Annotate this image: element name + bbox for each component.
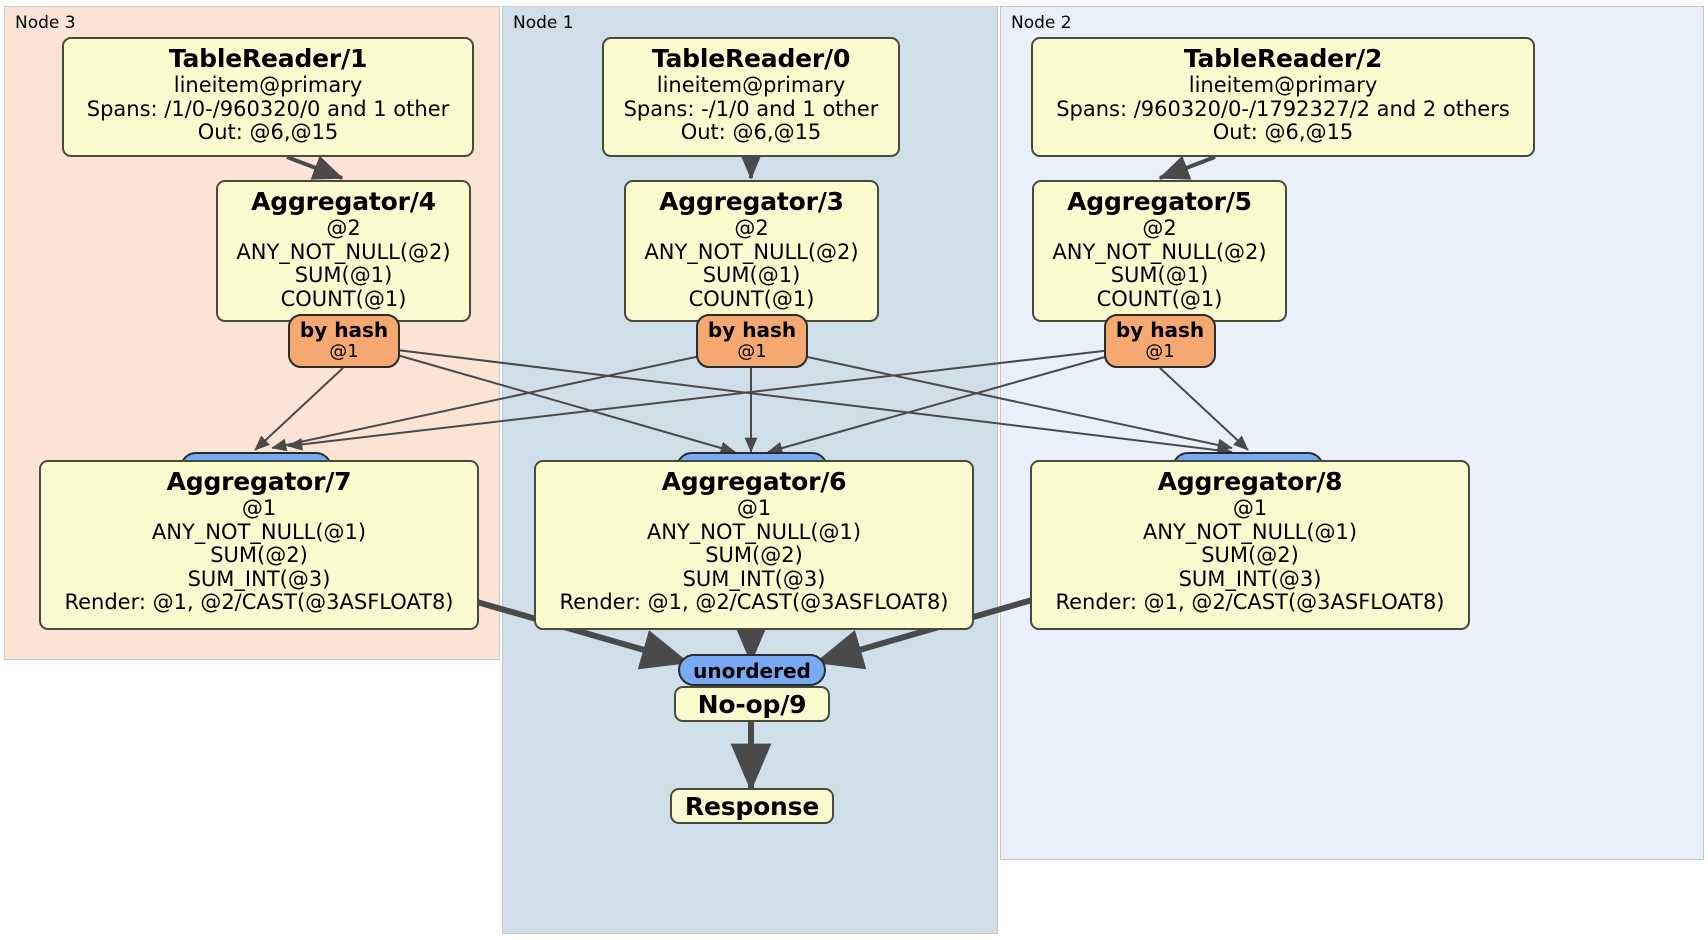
processor-table-reader-1[interactable]: TableReader/1 lineitem@primary Spans: /1…: [62, 37, 474, 157]
processor-detail-line: Spans: /960320/0-/1792327/2 and 2 others: [1056, 96, 1510, 121]
synchronizer-label: unordered: [693, 659, 811, 683]
processor-title: No-op/9: [697, 690, 807, 719]
processor-aggregator-8[interactable]: Aggregator/8 @1 ANY_NOT_NULL(@1) SUM(@2)…: [1030, 460, 1470, 630]
processor-title: TableReader/0: [651, 44, 851, 73]
hash-router-label: by hash: [299, 318, 389, 342]
processor-detail-line: SUM(@2): [210, 543, 308, 568]
processor-detail-line: SUM(@1): [702, 263, 801, 288]
node-panel-label-node3: Node 3: [15, 13, 76, 33]
hash-router-column: @1: [329, 340, 359, 362]
processor-aggregator-4[interactable]: Aggregator/4 @2 ANY_NOT_NULL(@2) SUM(@1)…: [216, 180, 471, 322]
processor-title: Aggregator/5: [1067, 187, 1252, 216]
processor-detail-line: @1: [736, 496, 772, 520]
processor-detail-line: COUNT(@1): [1096, 286, 1223, 311]
processor-detail-line: SUM(@2): [705, 543, 803, 568]
node-panel-label-node1: Node 1: [513, 13, 574, 33]
processor-detail-line: SUM_INT(@3): [187, 566, 331, 591]
processor-title: Aggregator/8: [1157, 467, 1343, 496]
processor-table-reader-2[interactable]: TableReader/2 lineitem@primary Spans: /9…: [1031, 37, 1535, 157]
processor-aggregator-3[interactable]: Aggregator/3 @2 ANY_NOT_NULL(@2) SUM(@1)…: [624, 180, 879, 322]
processor-detail-line: SUM(@1): [1110, 263, 1209, 288]
processor-title: TableReader/2: [1183, 44, 1383, 73]
hash-router-center[interactable]: by hash @1: [696, 314, 808, 368]
processor-detail-line: ANY_NOT_NULL(@1): [646, 519, 862, 544]
processor-detail-line: ANY_NOT_NULL(@2): [644, 239, 859, 264]
processor-detail-line: lineitem@primary: [173, 73, 363, 97]
processor-title: Response: [684, 792, 820, 821]
processor-detail-line: @1: [241, 496, 277, 520]
processor-detail-line: Out: @6,@15: [197, 120, 339, 145]
processor-detail-line: Render: @1, @2/CAST(@3ASFLOAT8): [64, 590, 454, 615]
hash-router-column: @1: [1145, 340, 1175, 362]
processor-noop-9[interactable]: No-op/9: [674, 686, 830, 722]
processor-detail-line: ANY_NOT_NULL(@1): [1142, 519, 1358, 544]
processor-detail-line: @1: [1232, 496, 1268, 520]
processor-detail-line: Out: @6,@15: [1212, 120, 1354, 145]
synchronizer-final[interactable]: unordered: [678, 654, 826, 686]
processor-detail-line: SUM_INT(@3): [1178, 566, 1322, 591]
processor-detail-line: @2: [1142, 216, 1177, 240]
processor-response[interactable]: Response: [670, 788, 834, 824]
processor-detail-line: COUNT(@1): [280, 286, 407, 311]
processor-detail-line: SUM(@2): [1201, 543, 1299, 568]
processor-detail-line: ANY_NOT_NULL(@2): [236, 239, 451, 264]
processor-detail-line: Out: @6,@15: [680, 120, 822, 145]
processor-title: Aggregator/3: [659, 187, 844, 216]
processor-detail-line: SUM(@1): [294, 263, 393, 288]
processor-detail-line: Spans: /1/0-/960320/0 and 1 other: [86, 96, 450, 121]
processor-detail-line: @2: [326, 216, 361, 240]
processor-detail-line: Render: @1, @2/CAST(@3ASFLOAT8): [559, 590, 949, 615]
processor-detail-line: @2: [734, 216, 769, 240]
processor-aggregator-7[interactable]: Aggregator/7 @1 ANY_NOT_NULL(@1) SUM(@2)…: [39, 460, 479, 630]
hash-router-right[interactable]: by hash @1: [1104, 314, 1216, 368]
processor-detail-line: lineitem@primary: [656, 73, 846, 97]
processor-title: TableReader/1: [168, 44, 368, 73]
processor-title: Aggregator/6: [661, 467, 847, 496]
processor-table-reader-0[interactable]: TableReader/0 lineitem@primary Spans: -/…: [602, 37, 900, 157]
hash-router-left[interactable]: by hash @1: [288, 314, 400, 368]
processor-aggregator-6[interactable]: Aggregator/6 @1 ANY_NOT_NULL(@1) SUM(@2)…: [534, 460, 974, 630]
processor-title: Aggregator/7: [166, 467, 352, 496]
processor-detail-line: COUNT(@1): [688, 286, 815, 311]
processor-detail-line: Render: @1, @2/CAST(@3ASFLOAT8): [1055, 590, 1445, 615]
processor-detail-line: SUM_INT(@3): [682, 566, 826, 591]
processor-detail-line: lineitem@primary: [1188, 73, 1378, 97]
processor-title: Aggregator/4: [251, 187, 436, 216]
processor-detail-line: ANY_NOT_NULL(@1): [151, 519, 367, 544]
hash-router-label: by hash: [1115, 318, 1205, 342]
processor-detail-line: ANY_NOT_NULL(@2): [1052, 239, 1267, 264]
hash-router-label: by hash: [707, 318, 797, 342]
processor-detail-line: Spans: -/1/0 and 1 other: [623, 96, 879, 121]
node-panel-label-node2: Node 2: [1011, 13, 1072, 33]
hash-router-column: @1: [737, 340, 767, 362]
processor-aggregator-5[interactable]: Aggregator/5 @2 ANY_NOT_NULL(@2) SUM(@1)…: [1032, 180, 1287, 322]
